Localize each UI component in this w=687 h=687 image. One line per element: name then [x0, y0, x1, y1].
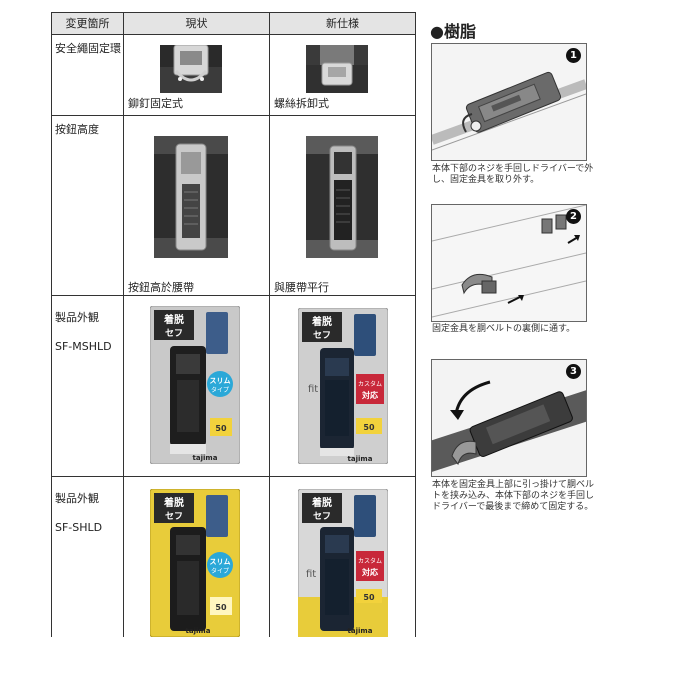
section-title: ●樹脂	[430, 22, 476, 41]
row-label: 製品外観	[55, 492, 99, 505]
package-sf-shld-new: 着脱 セフ fit カスタム 対応 50 tajima	[298, 489, 388, 637]
step-number: 1	[566, 48, 581, 63]
button-flush-photo	[306, 136, 378, 258]
step-1-note: 本体下部のネジを手回しドライバーで外し、固定金具を取り外す。	[432, 164, 594, 185]
table-row: 製品外観 SF-MSHLD 着脱 セフ スリム タイプ 50 tajima	[51, 295, 416, 477]
brand-top-text: 着脱	[311, 496, 332, 509]
table-row: 安全繩固定環 鉚釘固定式	[51, 34, 416, 116]
step-number: 3	[566, 364, 581, 379]
row-label: 製品外観	[55, 311, 99, 324]
capacity-text: 50	[215, 603, 227, 612]
row-label: 按鈕高度	[55, 123, 99, 136]
brand-bottom-text: セフ	[313, 511, 331, 522]
slim-badge-sub: タイプ	[211, 567, 229, 575]
capacity-text: 50	[363, 423, 375, 432]
step-3-illustration: 3	[431, 359, 587, 477]
custom-badge-text: カスタム	[358, 557, 382, 565]
tajima-logo: tajima	[193, 454, 218, 462]
current-caption: 鉚釘固定式	[128, 97, 183, 110]
step-2-note: 固定金具を胴ベルトの裏側に通す。	[432, 324, 576, 334]
header-change-point: 変更箇所	[51, 12, 124, 35]
button-high-photo	[154, 136, 228, 258]
row-model: SF-MSHLD	[55, 340, 112, 353]
table-row: 製品外観 SF-SHLD 着脱 セフ スリム タイプ 50 tajima	[51, 476, 416, 637]
package-sf-mshld-current: 着脱 セフ スリム タイプ 50 tajima	[150, 306, 240, 464]
slim-badge-sub: タイプ	[211, 386, 229, 394]
slim-badge-text: スリム	[210, 377, 231, 385]
brand-bottom-text: セフ	[313, 330, 331, 341]
screw-ring-photo	[306, 45, 368, 93]
table-row: 按鈕高度 按鈕高於腰帶	[51, 115, 416, 296]
row-model: SF-SHLD	[55, 521, 103, 534]
table-header-row: 変更箇所 現状 新仕様	[51, 12, 416, 35]
brand-top-text: 着脱	[163, 313, 184, 326]
slim-badge-text: スリム	[210, 558, 231, 566]
brand-top-text: 着脱	[311, 315, 332, 328]
brand-bottom-text: セフ	[165, 511, 183, 522]
custom-badge-text: カスタム	[358, 380, 382, 388]
step-2-illustration: 2	[431, 204, 587, 322]
fit-text: fit	[306, 569, 316, 580]
new-caption: 與腰帶平行	[274, 281, 329, 294]
step-3-note: 本体を固定金具上部に引っ掛けて胴ベルトを挟み込み、本体下部のネジを手回しドライバ…	[432, 480, 595, 512]
step-number: 2	[566, 209, 581, 224]
header-current: 現状	[123, 12, 270, 35]
package-sf-mshld-new: 着脱 セフ fit カスタム 対応 50 tajima	[298, 308, 388, 464]
capacity-text: 50	[215, 424, 227, 433]
custom-badge-sub: 対応	[361, 390, 378, 400]
tajima-logo: tajima	[186, 627, 211, 635]
new-caption: 螺絲拆卸式	[274, 97, 329, 110]
current-caption: 按鈕高於腰帶	[128, 281, 194, 294]
rivet-ring-photo	[160, 45, 222, 93]
capacity-text: 50	[363, 593, 375, 602]
row-label: 安全繩固定環	[55, 42, 121, 55]
brand-bottom-text: セフ	[165, 328, 183, 339]
tajima-logo: tajima	[348, 455, 373, 463]
comparison-table: 変更箇所 現状 新仕様 安全繩固定環 鉚釘固定式	[51, 12, 416, 637]
tajima-logo: tajima	[348, 627, 373, 635]
custom-badge-sub: 対応	[361, 567, 378, 577]
step-1-illustration: 1	[431, 43, 587, 161]
header-new-spec: 新仕様	[269, 12, 416, 35]
brand-top-text: 着脱	[163, 496, 184, 509]
fit-text: fit	[308, 384, 318, 395]
package-sf-shld-current: 着脱 セフ スリム タイプ 50 tajima	[150, 489, 240, 637]
